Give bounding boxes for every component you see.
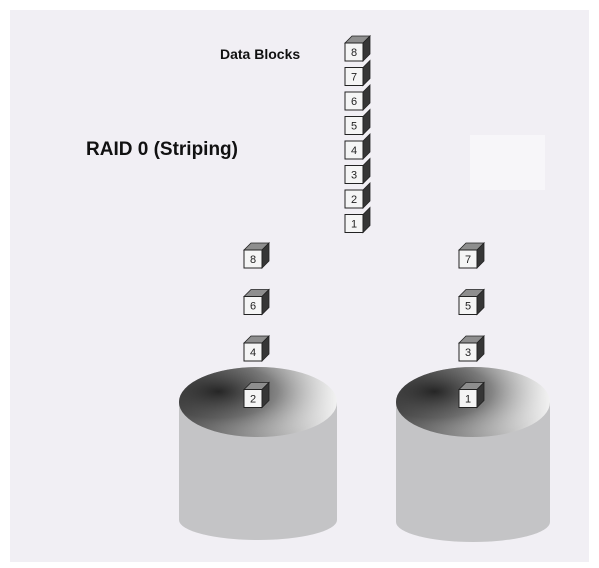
data-block-5: 5 — [344, 108, 371, 136]
data-blocks-stack: 8 7 6 5 4 3 2 1 — [344, 35, 371, 234]
disk-1: 8 6 4 2 — [179, 242, 337, 540]
block-number: 1 — [465, 394, 471, 406]
data-blocks-label: Data Blocks — [220, 46, 300, 62]
data-block-1: 1 — [344, 206, 371, 234]
disk-1-blocks: 8 6 4 2 — [243, 242, 270, 409]
cube-front-face — [243, 342, 263, 362]
data-block-4: 4 — [344, 133, 371, 160]
disk-2-block-7: 7 — [458, 242, 485, 269]
disk-2-block-1: 1 — [458, 381, 485, 409]
cube-front-face — [458, 296, 478, 315]
data-block-3: 3 — [344, 157, 371, 185]
cube-front-face — [344, 42, 364, 62]
block-number: 8 — [250, 254, 256, 266]
block-number: 3 — [465, 347, 471, 359]
block-number: 2 — [351, 194, 357, 206]
diagram-title: RAID 0 (Striping) — [86, 139, 238, 160]
cube-front-face — [458, 342, 478, 362]
cube-front-face — [344, 140, 364, 160]
block-number: 5 — [351, 121, 357, 133]
disk-2-body — [396, 402, 550, 542]
disk-2-block-3: 3 — [458, 335, 485, 362]
block-number: 7 — [465, 254, 471, 266]
cube-front-face — [344, 214, 364, 233]
cube-front-face — [458, 389, 478, 408]
cube-front-face — [344, 91, 364, 111]
cube-front-face — [344, 67, 364, 86]
cube-front-face — [243, 296, 263, 315]
disk-2: 7 5 3 1 — [396, 242, 550, 542]
cube-front-face — [243, 249, 263, 269]
block-number: 4 — [250, 347, 256, 359]
cube-front-face — [458, 249, 478, 269]
data-block-6: 6 — [344, 84, 371, 111]
disk-1-block-2: 2 — [243, 381, 270, 409]
disk-1-block-6: 6 — [243, 288, 270, 316]
disk-1-block-4: 4 — [243, 335, 270, 362]
disk-1-body — [179, 402, 337, 540]
block-number: 8 — [351, 47, 357, 59]
block-number: 5 — [465, 301, 471, 313]
highlight-patch — [470, 135, 545, 190]
block-number: 3 — [351, 170, 357, 182]
cube-front-face — [344, 165, 364, 184]
disk-1-block-8: 8 — [243, 242, 270, 269]
data-block-8: 8 — [344, 35, 371, 62]
cube-front-face — [344, 189, 364, 209]
block-number: 6 — [351, 96, 357, 108]
block-number: 6 — [250, 301, 256, 313]
block-number: 2 — [250, 394, 256, 406]
disk-2-block-5: 5 — [458, 288, 485, 316]
block-number: 1 — [351, 219, 357, 231]
disk-2-blocks: 7 5 3 1 — [458, 242, 485, 409]
block-number: 4 — [351, 145, 357, 157]
data-block-7: 7 — [344, 59, 371, 87]
block-number: 7 — [351, 72, 357, 84]
cube-front-face — [243, 389, 263, 408]
cube-front-face — [344, 116, 364, 135]
data-block-2: 2 — [344, 182, 371, 209]
